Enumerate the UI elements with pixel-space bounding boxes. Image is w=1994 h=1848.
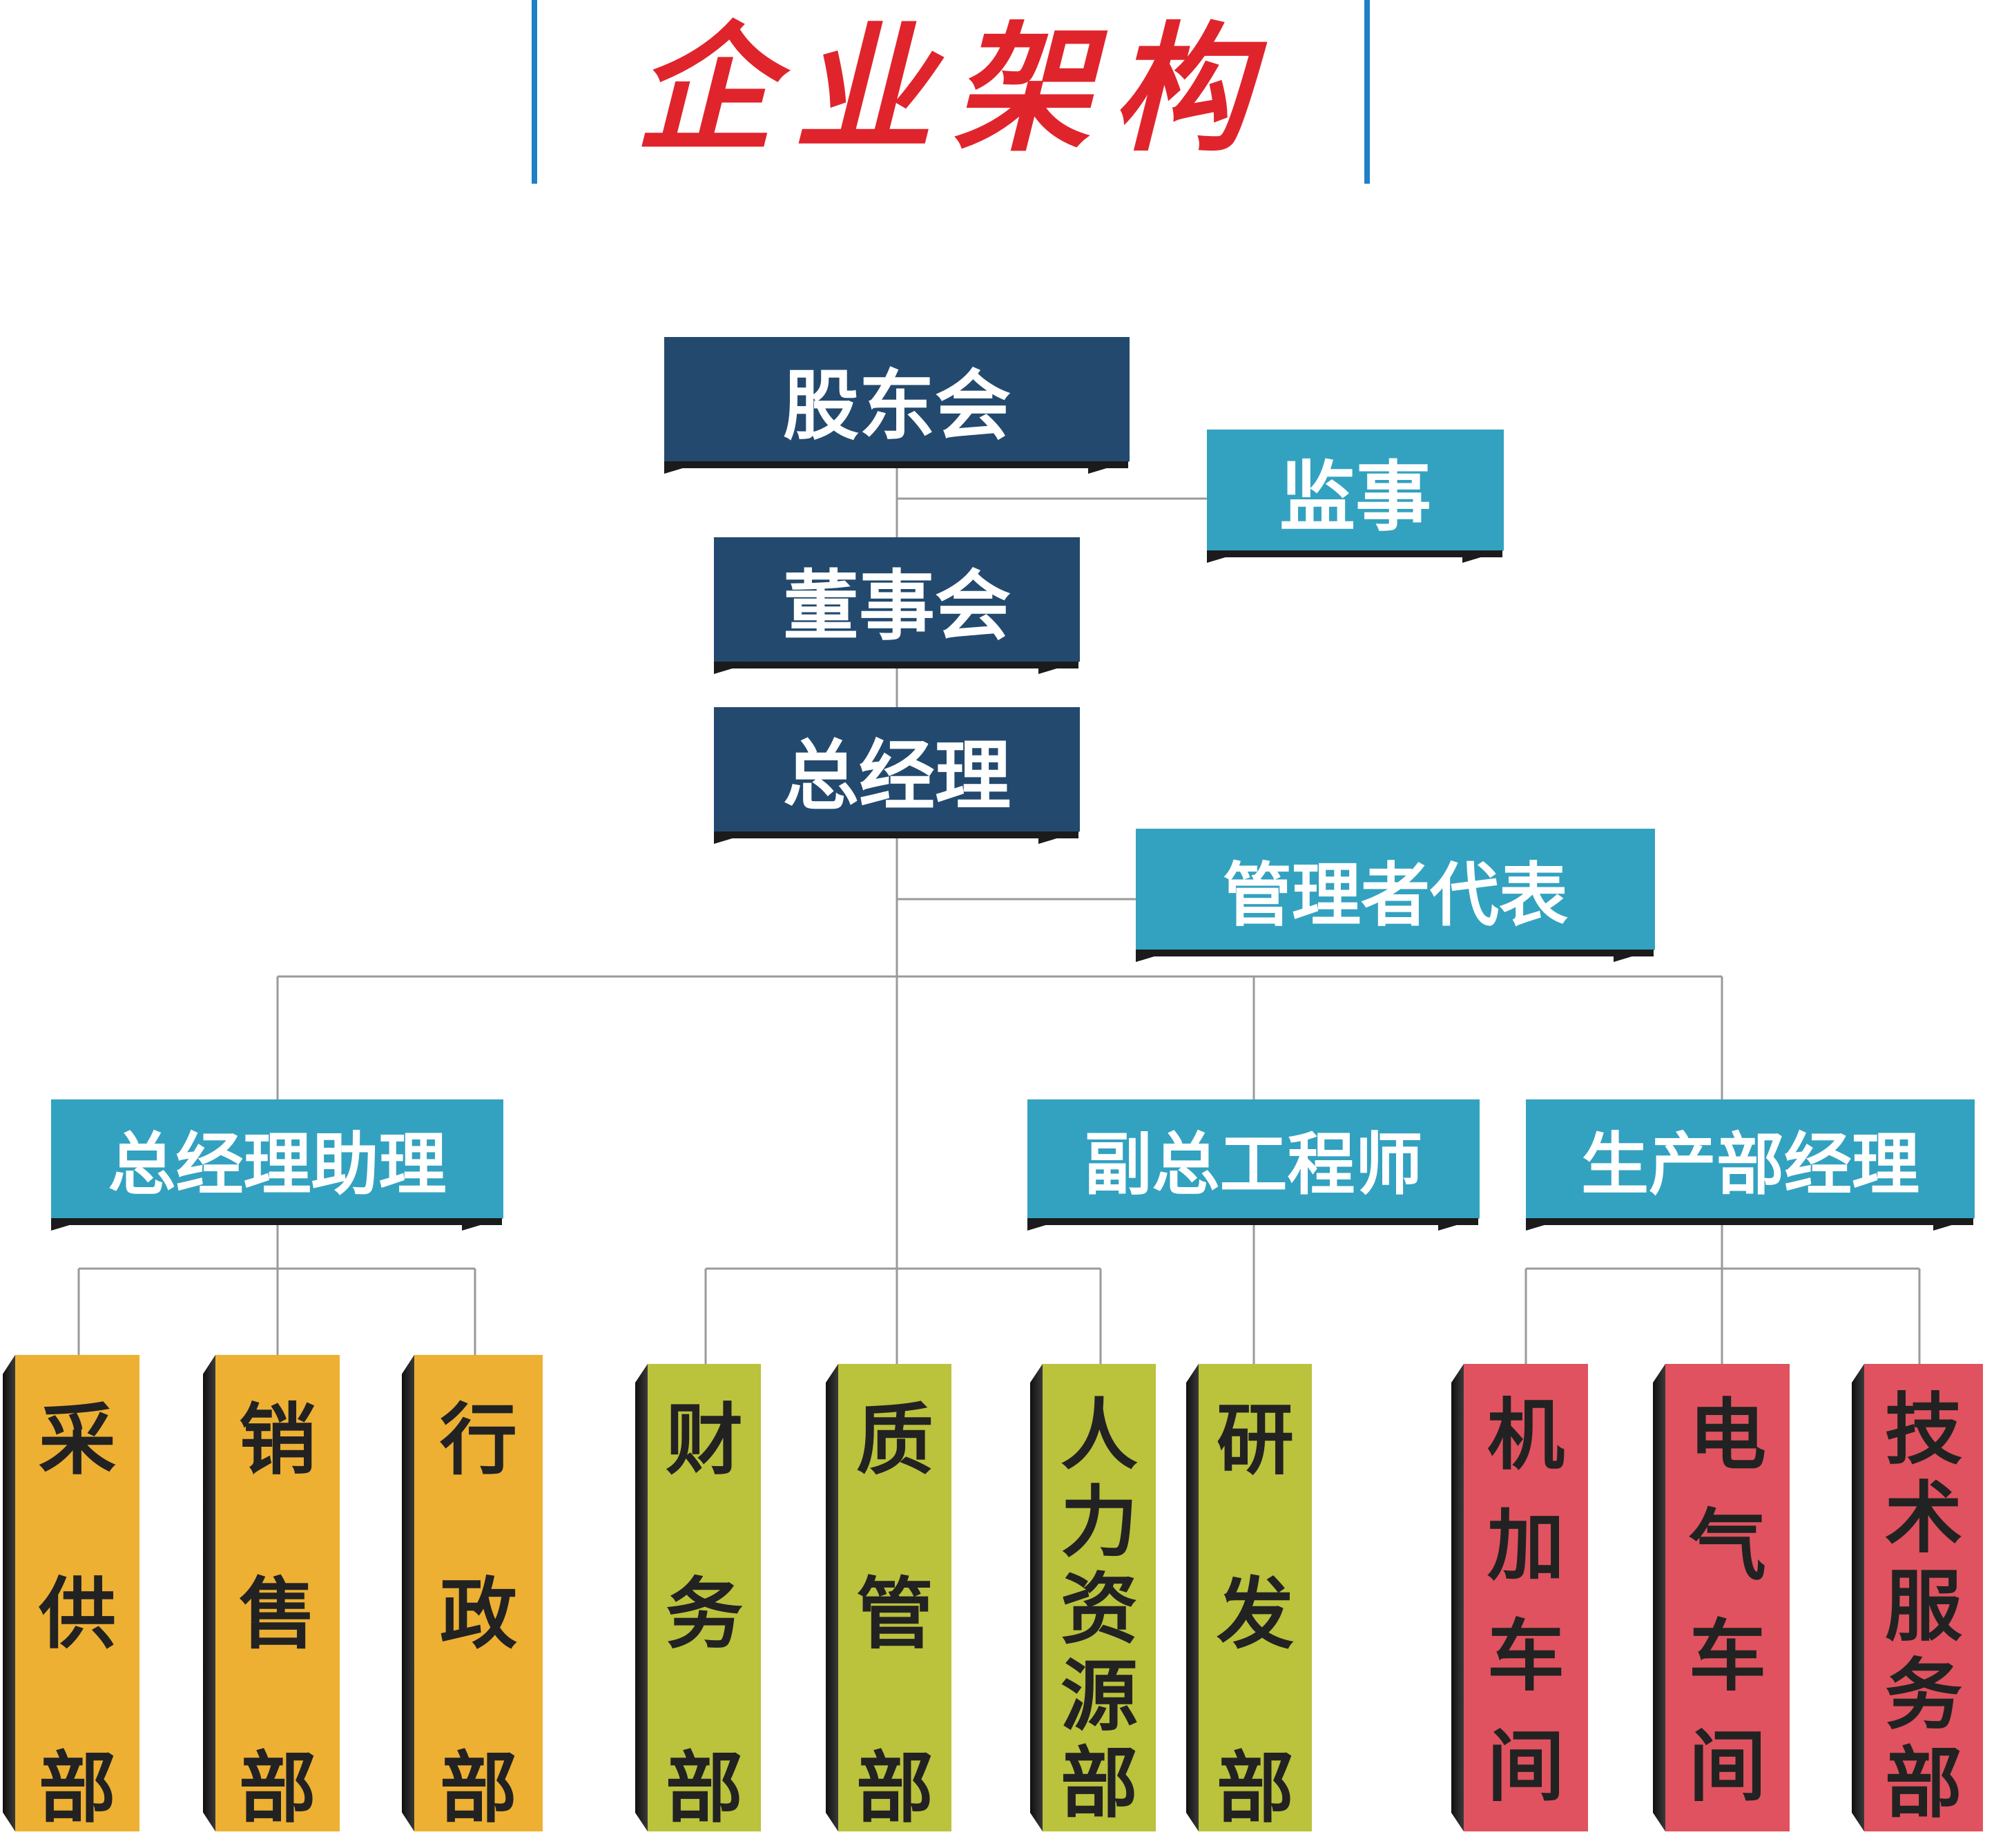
deputy-engineer-label: 副总工程师 (1084, 1126, 1423, 1204)
gm-label: 总经理 (783, 732, 1011, 820)
gm-box: 总经理 (714, 707, 1080, 844)
dept-xiaoshou: 销 售 部 (215, 1355, 340, 1831)
dept-dianqi: 电 气 车 间 (1665, 1364, 1790, 1831)
dept-xingzheng: 行 政 部 (414, 1355, 543, 1831)
dept-yanfa-char-1: 研 (1217, 1396, 1294, 1485)
dept-zhiguan-char-2: 管 (856, 1570, 933, 1659)
page-title: 企业架构 (635, 8, 1270, 171)
production-manager-label: 生产部经理 (1580, 1126, 1919, 1204)
dept-dianqi-char-1: 电 (1689, 1391, 1766, 1481)
dept-renli-char-4: 源 (1061, 1652, 1138, 1742)
dept-renli-char-3: 资 (1061, 1565, 1138, 1655)
dept-caigong: 采 供 部 (15, 1355, 139, 1831)
gm-assistant-label: 总经理助理 (108, 1126, 447, 1204)
dept-caiwu-char-1: 财 (666, 1396, 743, 1485)
dept-yanfa-char-3: 部 (1217, 1744, 1294, 1833)
dept-zhiguan: 质 管 部 (838, 1364, 951, 1831)
shareholders-box: 股东会 (664, 337, 1130, 474)
dept-jijia-char-3: 车 (1487, 1612, 1565, 1702)
dept-caigong-char-2: 供 (39, 1570, 116, 1659)
dept-jijia: 机 加 车 间 (1464, 1364, 1588, 1831)
dept-jijia-char-1: 机 (1487, 1391, 1565, 1481)
shareholders-label: 股东会 (783, 362, 1011, 450)
production-manager-box: 生产部经理 (1526, 1099, 1975, 1231)
dept-jishu-char-2: 术 (1885, 1474, 1962, 1563)
dept-dianqi-char-2: 气 (1689, 1501, 1766, 1591)
dept-dianqi-char-4: 间 (1689, 1722, 1766, 1812)
dept-xingzheng-char-1: 行 (440, 1396, 517, 1485)
mgmt-rep-box: 管理者代表 (1136, 829, 1655, 962)
dept-renli-char-1: 人 (1061, 1391, 1138, 1481)
dept-renli: 人 力 资 源 部 (1043, 1364, 1156, 1831)
dept-xingzheng-char-3: 部 (440, 1744, 517, 1833)
board-box: 董事会 (714, 537, 1080, 674)
dept-jishu-char-3: 服 (1885, 1562, 1962, 1652)
dept-jishu-char-5: 部 (1885, 1739, 1962, 1829)
title-left-bar (532, 0, 537, 184)
dept-zhiguan-char-1: 质 (856, 1396, 933, 1485)
supervisor-box: 监事 (1207, 430, 1504, 563)
dept-jishu: 技 术 服 务 部 (1864, 1364, 1983, 1831)
dept-xiaoshou-char-1: 销 (239, 1396, 316, 1485)
mgmt-rep-label: 管理者代表 (1223, 855, 1568, 936)
dept-jijia-char-4: 间 (1487, 1722, 1565, 1812)
dept-caigong-char-1: 采 (39, 1396, 116, 1485)
dept-yanfa-char-2: 发 (1217, 1570, 1294, 1659)
dept-caiwu: 财 务 部 (648, 1364, 761, 1831)
dept-jishu-char-1: 技 (1885, 1385, 1962, 1475)
dept-renli-char-2: 力 (1061, 1478, 1138, 1568)
dept-caigong-char-3: 部 (39, 1744, 116, 1833)
dept-caiwu-char-2: 务 (666, 1570, 743, 1659)
dept-xiaoshou-char-3: 部 (239, 1744, 316, 1833)
dept-xiaoshou-char-2: 售 (239, 1570, 316, 1659)
dept-jijia-char-2: 加 (1487, 1501, 1565, 1591)
dept-dianqi-char-3: 车 (1689, 1612, 1766, 1702)
title-right-bar (1364, 0, 1370, 184)
supervisor-label: 监事 (1279, 452, 1431, 541)
dept-yanfa: 研 发 部 (1199, 1364, 1312, 1831)
deputy-engineer-box: 副总工程师 (1027, 1099, 1480, 1231)
dept-zhiguan-char-3: 部 (856, 1744, 933, 1833)
dept-xingzheng-char-2: 政 (440, 1570, 517, 1659)
dept-jishu-char-4: 务 (1885, 1650, 1962, 1740)
board-label: 董事会 (783, 562, 1011, 651)
gm-assistant-box: 总经理助理 (51, 1099, 503, 1231)
dept-caiwu-char-3: 部 (666, 1744, 743, 1833)
dept-renli-char-5: 部 (1061, 1739, 1138, 1829)
